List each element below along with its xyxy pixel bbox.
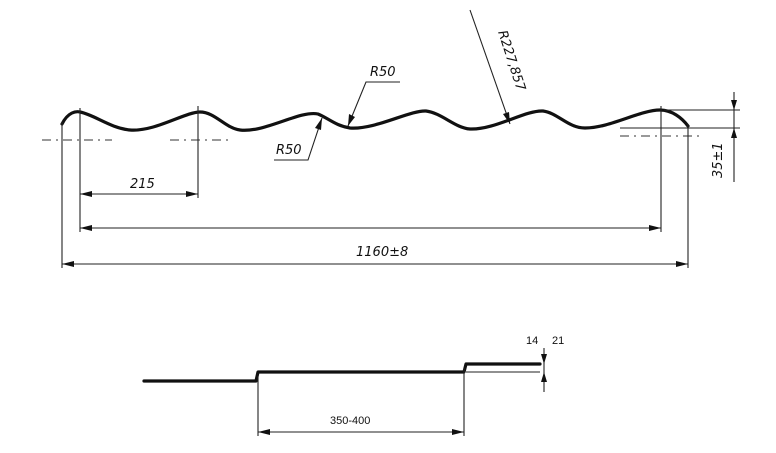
leader-radius-top [347, 81, 400, 127]
arrow-step-length-left [258, 429, 270, 435]
arrow-total-left [62, 261, 74, 267]
dim-label-radius-top: R50 [370, 65, 396, 80]
dim-label-step-length: 350-400 [330, 415, 370, 427]
leader-radius-bottom [274, 117, 323, 161]
dim-label-step-a: 14 [526, 335, 538, 347]
arrow-pitch-right [186, 191, 198, 197]
step-view: 350-400 14 21 [142, 335, 564, 436]
arrow-step-length-right [452, 429, 464, 435]
arrow-radius-bottom [315, 118, 322, 130]
arrow-total-right [676, 261, 688, 267]
arrow-radius-top [348, 114, 355, 126]
dim-label-height: 35±1 [711, 142, 726, 178]
dim-label-radius-large: R227,857 [494, 29, 528, 94]
wave-profile-line [60, 108, 690, 132]
profile-view: 215 1160±8 R50 R50 R227,857 35±1 [42, 9, 740, 268]
step-profile-line [142, 362, 542, 383]
arrow-step-height-top [541, 354, 547, 364]
dim-label-pitch: 215 [130, 177, 155, 192]
arrow-crest-span-right [649, 225, 661, 231]
arrow-height-top [731, 100, 737, 110]
dim-label-radius-bottom: R50 [276, 143, 302, 158]
dim-label-step-b: 21 [552, 335, 564, 347]
arrow-radius-large [503, 112, 510, 124]
arrow-height-bottom [731, 128, 737, 138]
arrow-crest-span-left [80, 225, 92, 231]
leader-radius-large [469, 9, 511, 125]
arrow-pitch-left [80, 191, 92, 197]
dim-label-total: 1160±8 [356, 245, 408, 260]
arrow-step-height-bottom [541, 372, 547, 382]
